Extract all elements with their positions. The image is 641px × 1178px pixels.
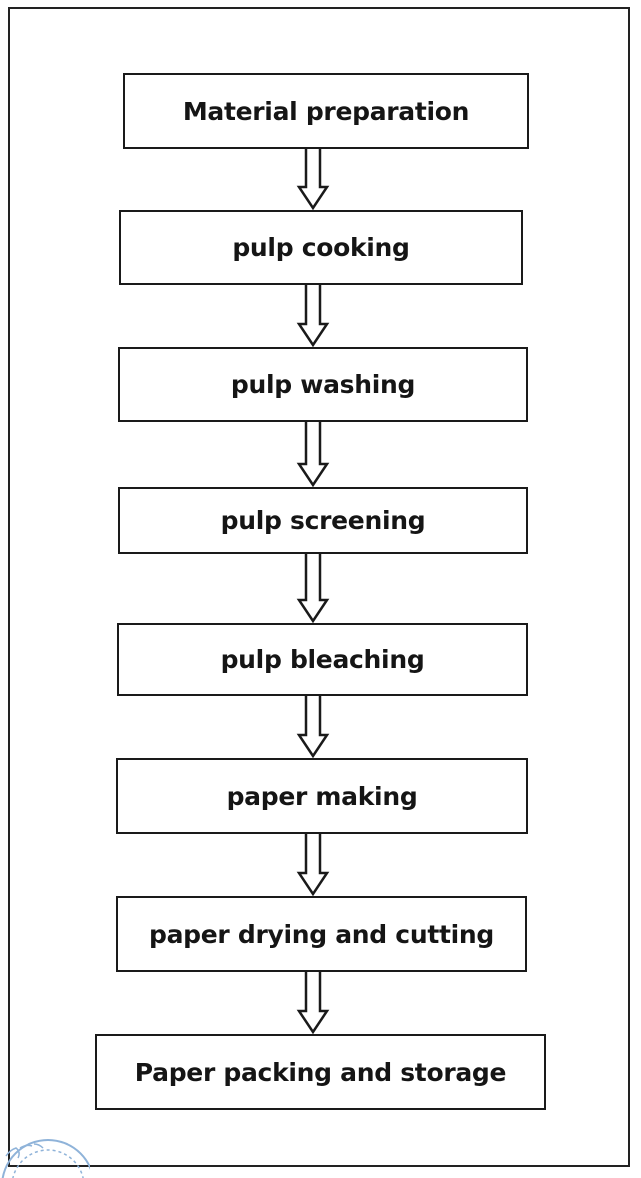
step-label: Material preparation (182, 96, 470, 126)
step-label: pulp cooking (232, 233, 410, 262)
step-paper-packing-and-storage: Paper packing and storage (95, 1034, 546, 1110)
step-paper-making: paper making (116, 758, 528, 834)
step-label: Paper packing and storage (134, 1057, 507, 1087)
down-arrow-icon (296, 285, 330, 348)
down-arrow-icon (296, 422, 330, 488)
down-arrow-icon (296, 972, 330, 1035)
step-label: pulp washing (230, 370, 416, 399)
step-pulp-bleaching: pulp bleaching (117, 623, 528, 696)
diagram-frame (8, 7, 630, 1167)
down-arrow-icon (296, 696, 330, 759)
stamp-icon (1, 1139, 90, 1178)
step-paper-drying-and-cutting: paper drying and cutting (116, 896, 527, 972)
down-arrow-icon (296, 554, 330, 624)
step-label: paper making (226, 781, 418, 811)
step-label: pulp screening (220, 506, 426, 535)
step-material-preparation: Material preparation (123, 73, 529, 149)
step-label: pulp bleaching (220, 645, 425, 674)
step-pulp-screening: pulp screening (118, 487, 528, 554)
down-arrow-icon (296, 834, 330, 897)
step-pulp-washing: pulp washing (118, 347, 528, 422)
step-pulp-cooking: pulp cooking (119, 210, 523, 285)
step-label: paper drying and cutting (149, 919, 494, 949)
down-arrow-icon (296, 149, 330, 211)
